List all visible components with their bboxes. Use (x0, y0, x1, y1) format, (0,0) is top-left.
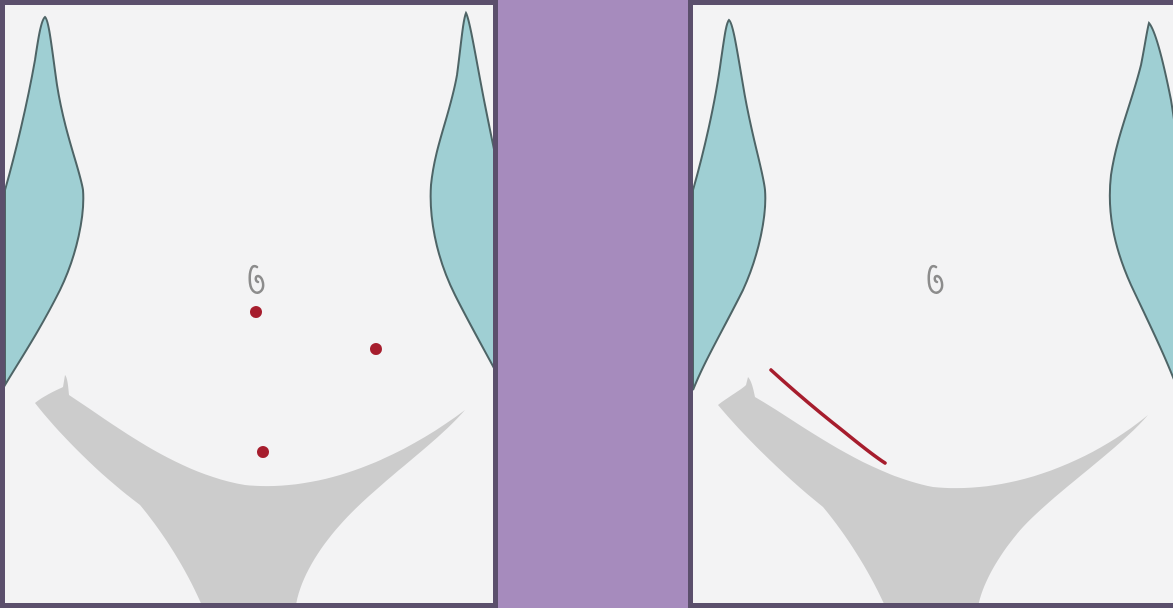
incision-dot-right (370, 343, 382, 355)
incision-dot-umbilical (250, 306, 262, 318)
navel-icon (929, 266, 942, 293)
right-flank (431, 13, 498, 385)
laparoscopic-incision-panel (0, 0, 498, 608)
open-incision-panel (688, 0, 1173, 608)
left-flank (693, 20, 765, 390)
underwear (35, 375, 465, 608)
incision-dot-lower (257, 446, 269, 458)
left-flank (5, 17, 83, 385)
right-flank (1110, 23, 1173, 390)
abdomen-illustration-right (693, 5, 1173, 608)
underwear (718, 377, 1148, 608)
abdomen-illustration-left (5, 5, 498, 608)
navel-icon (250, 266, 263, 293)
